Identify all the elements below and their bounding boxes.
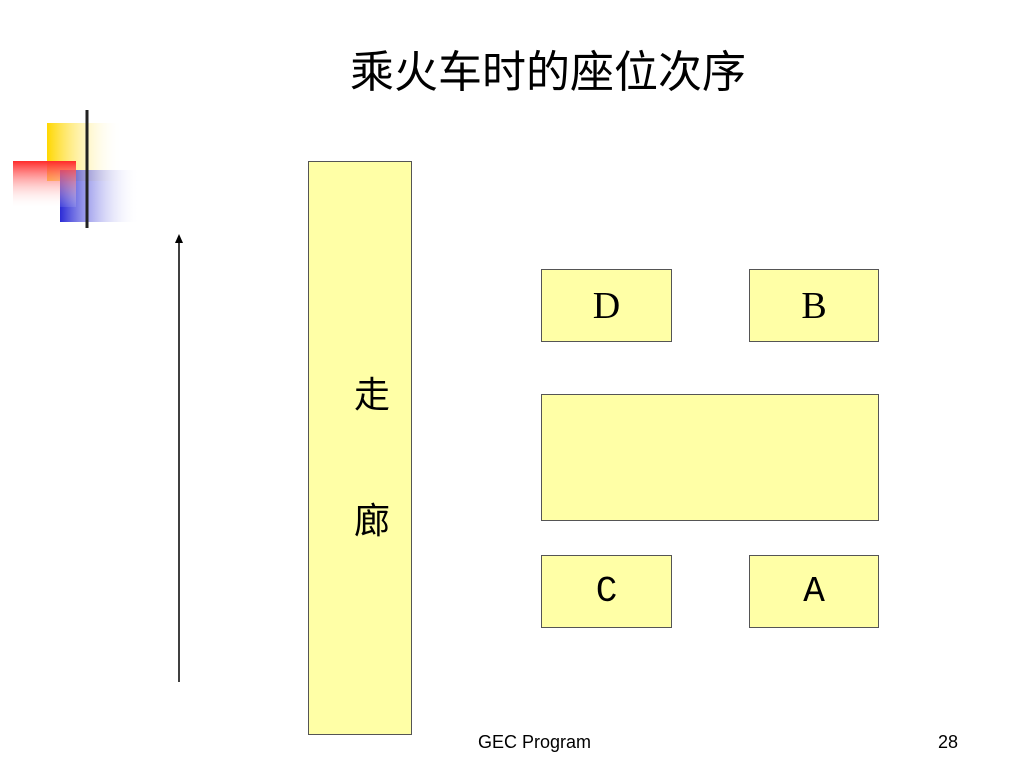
seat-d: D (541, 269, 672, 342)
corridor-label-char-2: 廊 (353, 501, 390, 542)
corridor-label-char-1: 走 (353, 375, 390, 416)
seat-a: A (749, 555, 879, 628)
seat-c: C (541, 555, 672, 628)
slide-title: 乘火车时的座位次序 (350, 47, 746, 98)
seat-b: B (749, 269, 879, 342)
footer-page-number: 28 (938, 732, 959, 752)
corridor-block (308, 161, 412, 735)
direction-arrow-head (175, 234, 183, 243)
footer-program: GEC Program (478, 732, 592, 752)
table-block (541, 394, 879, 521)
